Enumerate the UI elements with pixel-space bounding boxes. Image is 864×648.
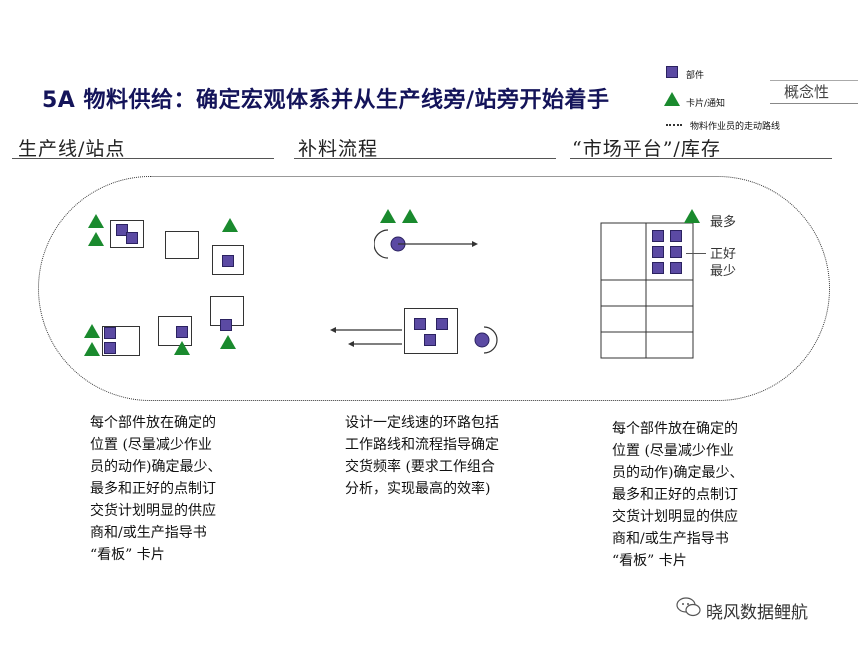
station-bin-empty — [165, 231, 199, 259]
part-icon — [652, 262, 664, 274]
outbound-route-arrow — [374, 229, 478, 259]
wechat-icon — [676, 597, 701, 617]
legend-card-icon — [664, 92, 680, 106]
section-line-underline — [12, 158, 274, 159]
part-icon — [176, 326, 188, 338]
legend-part-label: 部件 — [686, 71, 705, 81]
level-min-label: 最少 — [710, 264, 737, 279]
level-max-label: 最多 — [710, 215, 737, 230]
page-title: 5A 物料供给：确定宏观体系并从生产线旁/站旁开始着手 — [42, 88, 610, 113]
card-icon — [402, 209, 418, 223]
card-icon — [84, 324, 100, 338]
return-route-arrows — [330, 327, 402, 347]
section-market-underline — [570, 158, 832, 159]
part-icon — [652, 230, 664, 242]
section-market-heading: “市场平台”/库存 — [572, 138, 721, 160]
section-flow-underline — [294, 158, 556, 159]
card-icon — [380, 209, 396, 223]
supermarket-cart — [404, 308, 458, 354]
legend-card-label: 卡片/通知 — [686, 99, 726, 109]
card-icon — [88, 214, 104, 228]
card-icon — [88, 232, 104, 246]
watermark-text: 晓风数据鲤航 — [706, 603, 808, 623]
section-flow-heading: 补料流程 — [298, 138, 379, 160]
part-icon — [104, 327, 116, 339]
concept-label-box: 概念性 — [770, 80, 858, 104]
concept-label: 概念性 — [784, 83, 830, 101]
part-icon — [424, 334, 436, 346]
inventory-shelf — [600, 222, 694, 359]
part-icon — [670, 230, 682, 242]
level-right-label: 正好 — [710, 247, 737, 262]
card-icon — [222, 218, 238, 232]
walking-route-loop — [38, 176, 830, 401]
card-icon — [174, 341, 190, 355]
part-icon — [116, 224, 128, 236]
part-icon — [104, 342, 116, 354]
card-icon — [84, 342, 100, 356]
part-icon — [652, 246, 664, 258]
part-icon — [414, 318, 426, 330]
description-line-station: 每个部件放在确定的 位置 (尽量减少作业 员的动作)确定最少、 最多和正好的点制… — [90, 415, 222, 563]
part-icon — [670, 246, 682, 258]
legend-path-icon — [666, 124, 682, 126]
part-icon — [222, 255, 234, 267]
part-icon — [126, 232, 138, 244]
part-icon — [220, 319, 232, 331]
section-line-heading: 生产线/站点 — [18, 138, 126, 160]
legend-path-label: 物料作业员的走动路线 — [690, 122, 781, 132]
material-handler-marker — [474, 326, 498, 354]
card-icon — [220, 335, 236, 349]
description-replenishment: 设计一定线速的环路包括 工作路线和流程指导确定 交货频率 (要求工作组合 分析，… — [345, 415, 499, 497]
description-market: 每个部件放在确定的 位置 (尽量减少作业 员的动作)确定最少、 最多和正好的点制… — [612, 421, 744, 569]
part-icon — [670, 262, 682, 274]
level-right-line — [686, 253, 706, 254]
card-icon — [684, 209, 700, 223]
legend-part-icon — [666, 66, 678, 78]
part-icon — [436, 318, 448, 330]
